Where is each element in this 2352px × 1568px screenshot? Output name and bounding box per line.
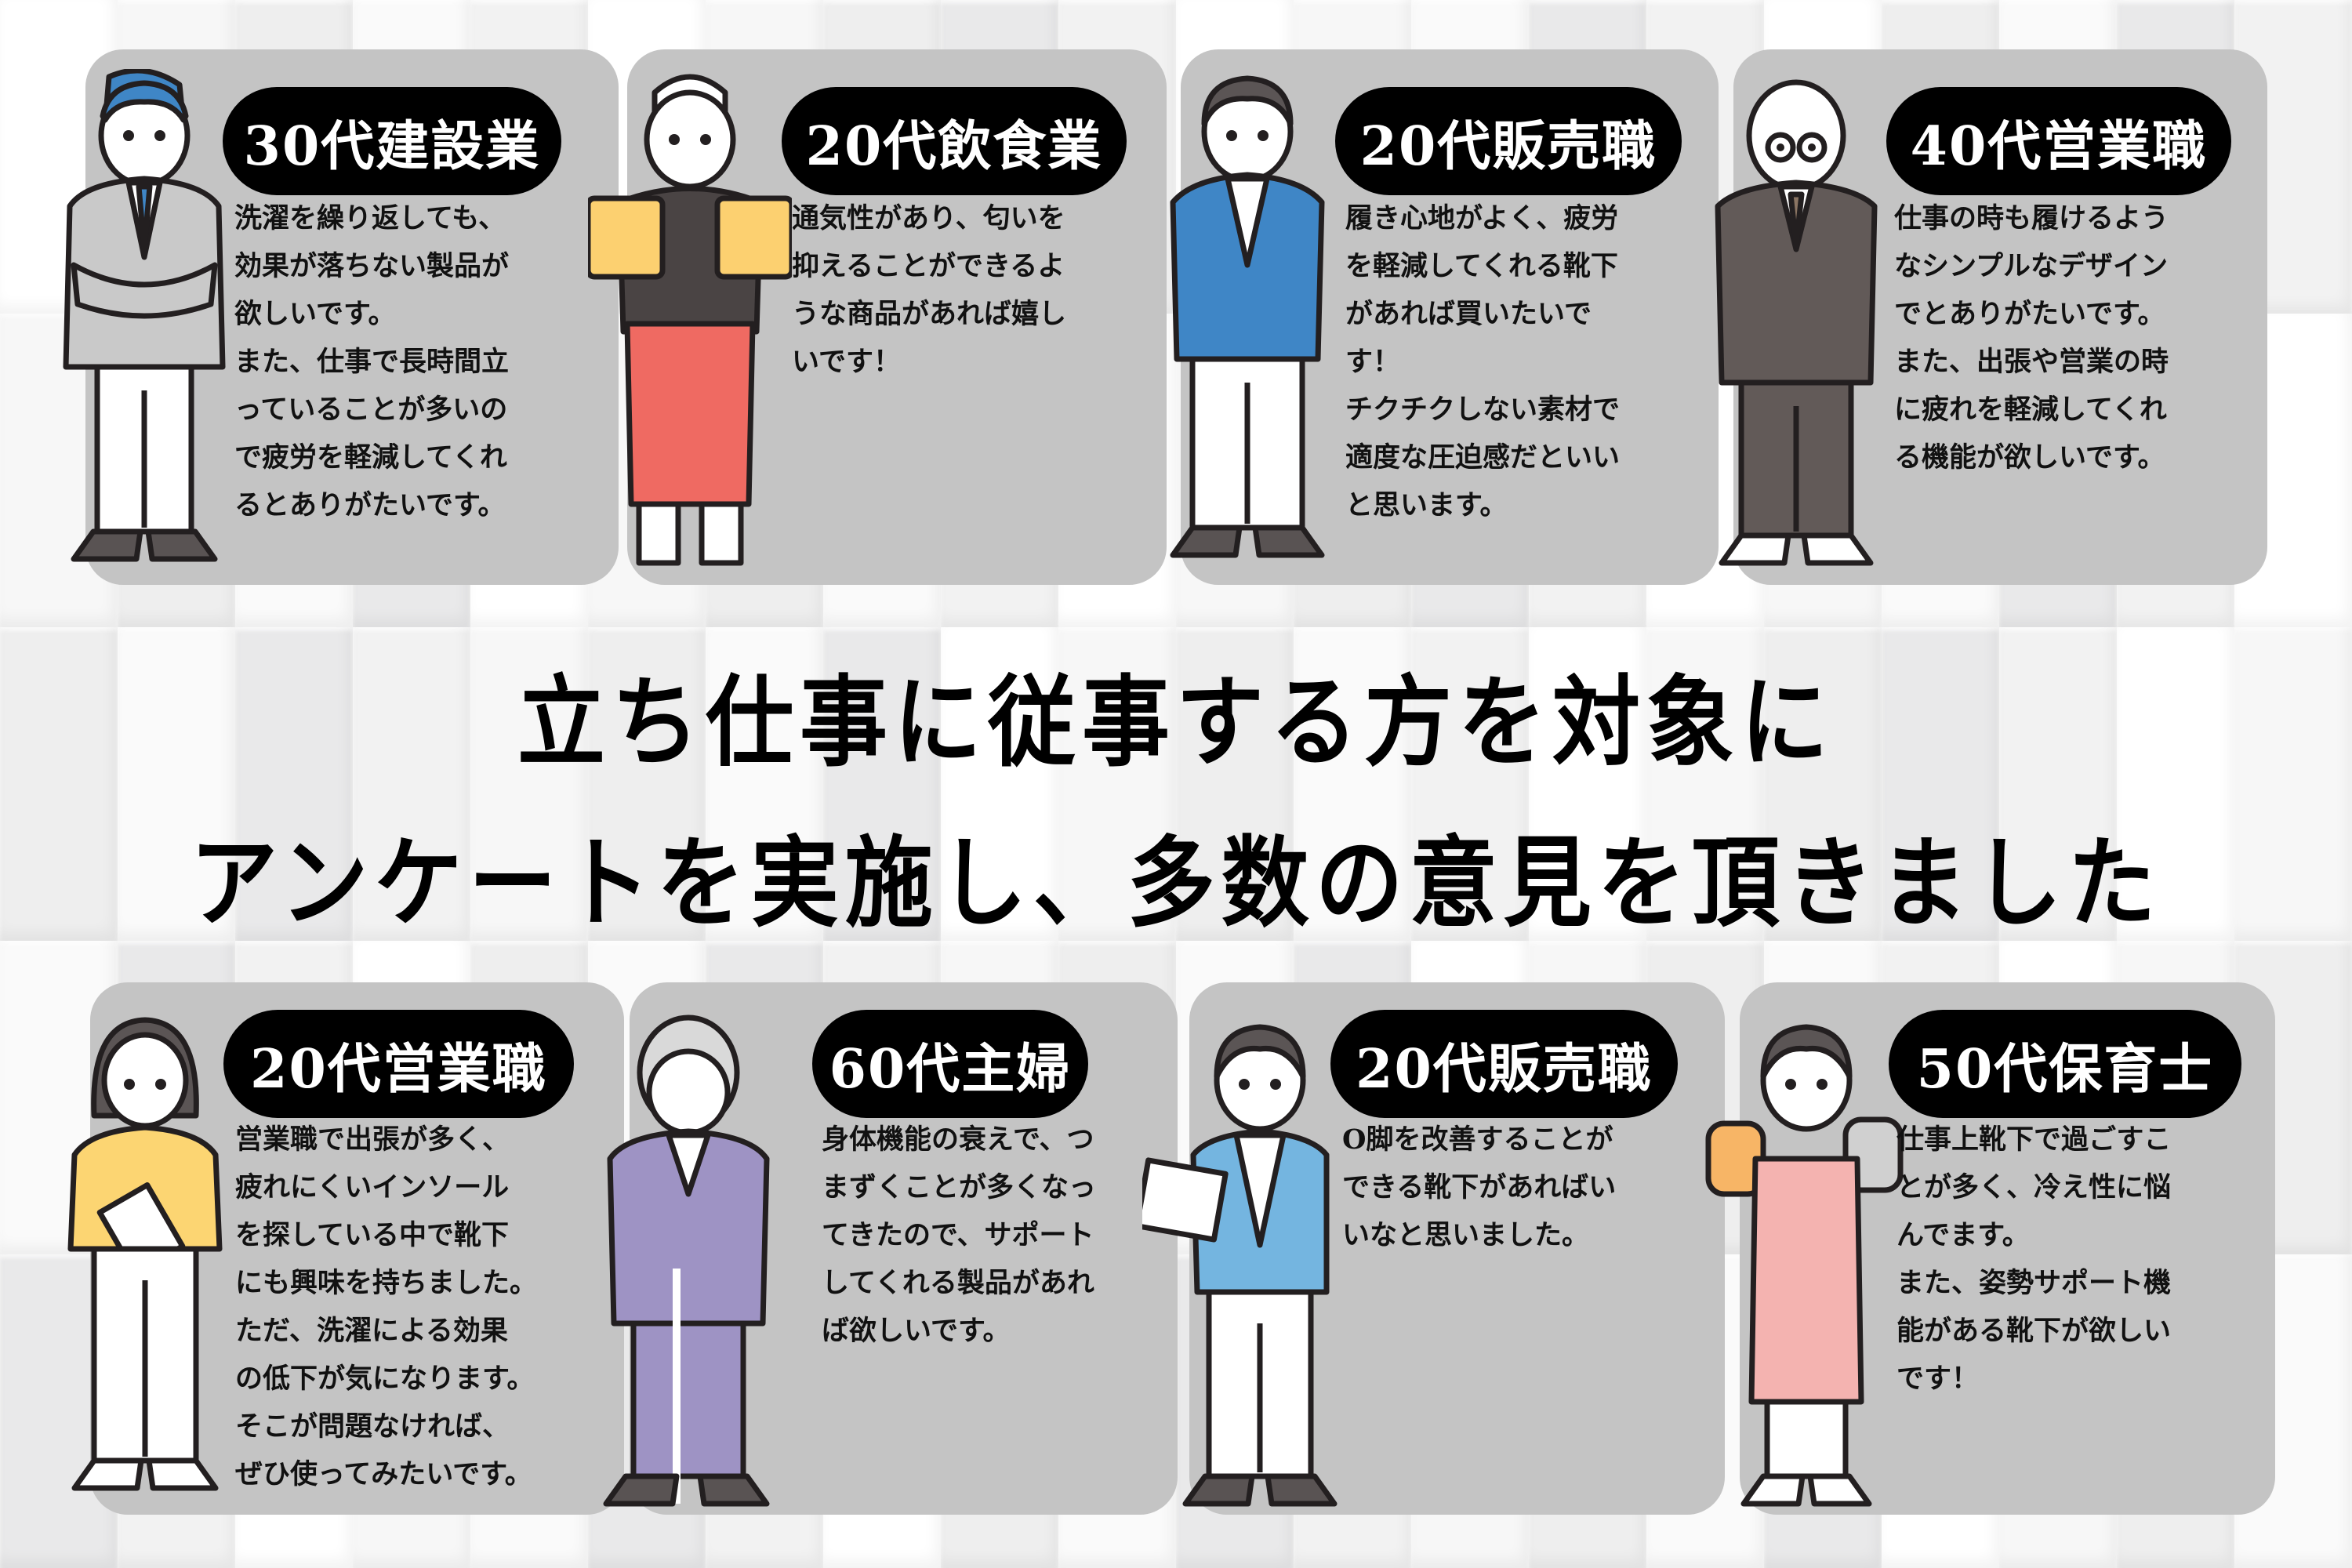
respondent-comment: 営業職で出張が多く、 疲れにくいインソール を探している中で靴下 にも興味を持ち… [235, 1123, 538, 1490]
background-tile [2117, 627, 2234, 941]
background-tile [1529, 627, 1646, 941]
survey-card: 30代建設業 洗濯を繰り返しても、 効果が落ちない製品が 欲しいです。 また、仕… [63, 49, 619, 585]
sales-woman-icon [67, 1017, 223, 1491]
respondent-label: 60代主婦 [812, 1010, 1088, 1118]
respondent-label: 20代飲食業 [782, 87, 1127, 195]
respondent-label: 20代販売職 [1330, 1010, 1678, 1118]
background-tile [1294, 627, 1411, 941]
headline-line-2: アンケートを実施し、多数の意見を頂きました [190, 826, 2162, 941]
respondent-label: 20代営業職 [223, 1010, 574, 1118]
background-tile [118, 627, 235, 941]
respondent-comment: 通気性があり、匂いを 抑えることができるよ うな商品があれば嬉し いです！ [792, 202, 1067, 378]
construction-worker-icon [63, 69, 226, 562]
background-tile [470, 627, 588, 941]
background-tile [353, 627, 470, 941]
sales-woman-tablet-icon [1142, 1024, 1338, 1507]
respondent-label: 50代保育士 [1889, 1010, 2241, 1118]
sales-man-icon [1170, 75, 1325, 558]
background-tile [1411, 627, 1529, 941]
respondent-comment: O脚を改善することが できる靴下があればい いなと思いました。 [1342, 1123, 1617, 1251]
respondent-comment: 身体機能の衰えで、つ まずくことが多くなっ てきたので、サポート してくれる製品… [822, 1123, 1097, 1347]
elderly-woman-icon [603, 1014, 770, 1507]
background-tile [0, 627, 118, 941]
survey-card: 20代販売職 O脚を改善することが できる靴下があればい いなと思いました。 [1142, 982, 1725, 1515]
background-tile [1176, 627, 1294, 941]
background-tile [1999, 627, 2117, 941]
background-tile [1764, 627, 1882, 941]
survey-card: 50代保育士 仕事上靴下で過ごすこ とが多く、冷え性に悩 んでます。 また、姿勢… [1705, 982, 2275, 1515]
survey-card: 20代販売職 履き心地がよく、疲労 を軽減してくれる靴下 があれば買いたいで す… [1170, 49, 1719, 585]
background-tile [1882, 627, 1999, 941]
background-tile [706, 627, 823, 941]
restaurant-server-icon [588, 74, 792, 566]
senior-salesman-icon [1715, 79, 1878, 566]
background-tile [941, 627, 1058, 941]
nursery-teacher-icon [1705, 1024, 1904, 1507]
respondent-comment: 洗濯を繰り返しても、 効果が落ちない製品が 欲しいです。 また、仕事で長時間立 … [234, 202, 510, 521]
survey-card: 20代飲食業 通気性があり、匂いを 抑えることができるよ うな商品があれば嬉し … [588, 49, 1167, 585]
respondent-label: 40代営業職 [1886, 87, 2231, 195]
respondent-comment: 仕事の時も履けるよう なシンプルなデザイン でとありがたいです。 また、出張や営… [1894, 202, 2169, 474]
respondent-label: 20代販売職 [1335, 87, 1682, 195]
survey-card: 20代営業職 営業職で出張が多く、 疲れにくいインソール を探している中で靴下 … [67, 982, 624, 1515]
background-tile [1058, 627, 1176, 941]
headline-line-1: 立ち仕事に従事する方を対象に [517, 666, 1835, 780]
background-tile [823, 627, 941, 941]
background-tile [588, 627, 706, 941]
survey-card: 40代営業職 仕事の時も履けるよう なシンプルなデザイン でとありがたいです。 … [1715, 49, 2267, 585]
background-tile [2234, 627, 2352, 941]
background-tile [1646, 627, 1764, 941]
background-tile [235, 627, 353, 941]
survey-card: 60代主婦 身体機能の衰えで、つ まずくことが多くなっ てきたので、サポート し… [603, 982, 1178, 1515]
respondent-label: 30代建設業 [223, 87, 561, 195]
respondent-comment: 仕事上靴下で過ごすこ とが多く、冷え性に悩 んでます。 また、姿勢サポート機 能… [1896, 1123, 2172, 1395]
respondent-comment: 履き心地がよく、疲労 を軽減してくれる靴下 があれば買いたいで す！ チクチクし… [1345, 202, 1621, 521]
